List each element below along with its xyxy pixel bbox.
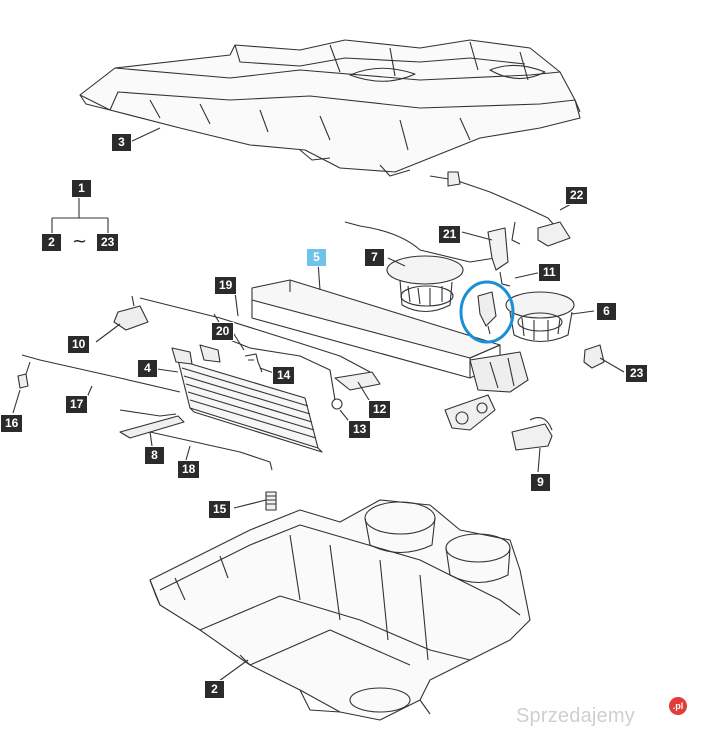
callout-8: 8 (144, 446, 165, 465)
callout-13: 13 (348, 420, 372, 439)
watermark: Sprzedajemy (516, 705, 635, 727)
callout-2-range-start: 2 (41, 233, 62, 252)
lower-housing (149, 499, 531, 721)
callout-10: 10 (67, 335, 91, 354)
heater-core-case (251, 279, 529, 393)
highlight-ring (459, 280, 515, 344)
range-separator: ~ (72, 231, 88, 252)
control-cable-17 (17, 354, 181, 393)
lever-8 (119, 409, 185, 439)
callout-23-range-end: 23 (96, 233, 120, 252)
watermark-badge: .pl (669, 697, 687, 715)
callout-2: 2 (204, 680, 225, 699)
callout-23: 23 (625, 364, 649, 383)
screw-14 (244, 353, 263, 373)
callout-7: 7 (364, 248, 385, 267)
callout-11: 11 (538, 263, 561, 282)
blower-fan-7 (386, 255, 464, 313)
valve-block (444, 394, 496, 431)
rod-18 (149, 431, 273, 471)
callout-19: 19 (214, 276, 238, 295)
callout-18: 18 (177, 460, 201, 479)
callout-17: 17 (65, 395, 89, 414)
callout-20: 20 (211, 322, 235, 341)
heater-core-4 (171, 344, 323, 453)
callout-14: 14 (272, 366, 296, 385)
callout-22: 22 (565, 186, 589, 205)
callout-16: 16 (0, 414, 24, 433)
actuator-wire-21 (344, 221, 511, 287)
callout-12: 12 (368, 400, 392, 419)
callout-21: 21 (438, 225, 462, 244)
callout-4: 4 (137, 359, 158, 378)
blower-fan-6 (505, 291, 575, 343)
linkage-cable-22 (429, 171, 571, 247)
upper-housing-cover (79, 39, 581, 177)
clip-23 (583, 344, 605, 369)
callout-1: 1 (71, 179, 92, 198)
callout-6: 6 (596, 302, 617, 321)
callout-3: 3 (111, 133, 132, 152)
callout-15: 15 (208, 500, 232, 519)
sensor-bracket-9 (511, 417, 553, 451)
actuator-part-11 (477, 291, 497, 335)
callout-5: 5 (306, 248, 327, 267)
spring-15 (265, 491, 277, 511)
bracket-10 (113, 305, 149, 331)
callout-9: 9 (530, 473, 551, 492)
control-cables-19-20 (139, 297, 381, 410)
